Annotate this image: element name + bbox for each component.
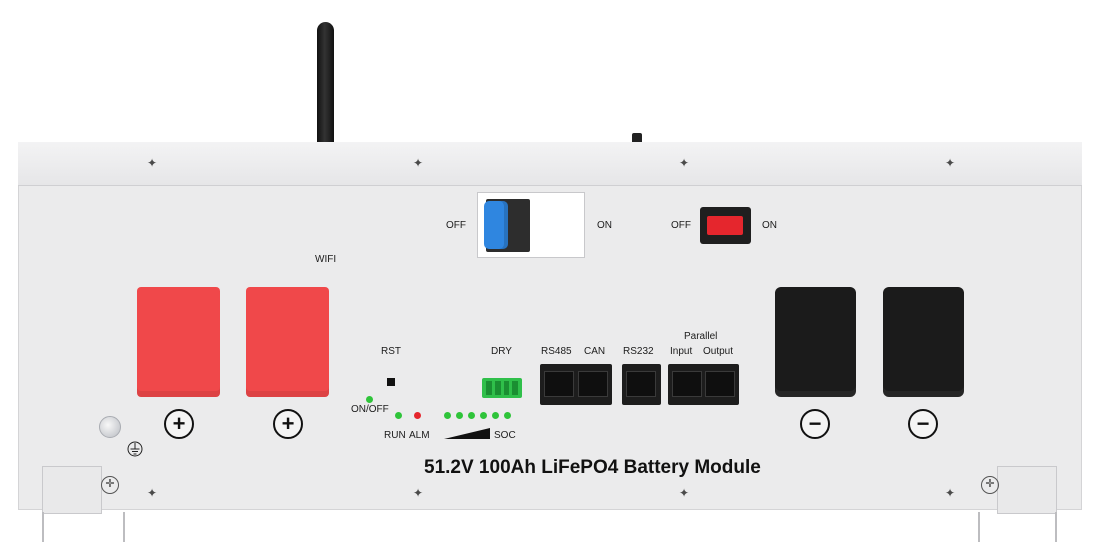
negative-terminal-1[interactable] bbox=[775, 287, 856, 397]
breaker-off-label: OFF bbox=[446, 220, 466, 231]
negative-terminal-2[interactable] bbox=[883, 287, 964, 397]
positive-symbol-1: + bbox=[164, 409, 194, 439]
reset-button[interactable] bbox=[387, 378, 395, 386]
ground-bolt bbox=[99, 416, 121, 438]
alm-label: ALM bbox=[409, 430, 430, 441]
mounting-bracket-right bbox=[997, 466, 1057, 514]
soc-led-1 bbox=[444, 412, 451, 419]
breaker-handle[interactable] bbox=[484, 201, 508, 249]
circuit-breaker[interactable] bbox=[477, 192, 585, 258]
dry-pin bbox=[486, 381, 492, 395]
wifi-label: WIFI bbox=[315, 254, 337, 265]
run-label: RUN bbox=[384, 430, 406, 441]
module-title: 51.2V 100Ah LiFePO4 Battery Module bbox=[424, 457, 761, 478]
bracket-screw-icon: ✛ bbox=[101, 476, 119, 494]
breaker-on-label: ON bbox=[597, 220, 612, 231]
parallel-port-block bbox=[668, 364, 739, 405]
soc-led-6 bbox=[504, 412, 511, 419]
soc-wedge-icon bbox=[444, 428, 490, 439]
parallel-input-port[interactable] bbox=[672, 371, 702, 397]
can-label: CAN bbox=[584, 346, 606, 357]
parallel-output-label: Output bbox=[703, 346, 734, 357]
soc-led-3 bbox=[468, 412, 475, 419]
dry-pin bbox=[494, 381, 501, 395]
positive-terminal-2[interactable] bbox=[246, 287, 329, 397]
rs485-port[interactable] bbox=[544, 371, 574, 397]
bracket-leg-right bbox=[978, 512, 980, 542]
screw-icon: ✦ bbox=[146, 486, 158, 500]
positive-terminal-1[interactable] bbox=[137, 287, 220, 397]
top-knob bbox=[632, 133, 642, 144]
bracket-leg-left-2 bbox=[123, 512, 125, 542]
rs232-port-block bbox=[622, 364, 661, 405]
panel-top-lip bbox=[18, 142, 1082, 186]
alm-led bbox=[414, 412, 421, 419]
mounting-bracket-left bbox=[42, 466, 102, 514]
on-off-label: ON/OFF bbox=[351, 404, 389, 415]
dry-contact-connector[interactable] bbox=[482, 378, 522, 398]
soc-led-5 bbox=[492, 412, 499, 419]
screw-icon: ✦ bbox=[944, 156, 956, 170]
rocker-red-face[interactable] bbox=[707, 216, 743, 235]
parallel-output-port[interactable] bbox=[705, 371, 735, 397]
soc-led-4 bbox=[480, 412, 487, 419]
switch-on-label: ON bbox=[762, 220, 777, 231]
screw-icon: ✦ bbox=[678, 486, 690, 500]
rs232-label: RS232 bbox=[623, 346, 654, 357]
soc-led-2 bbox=[456, 412, 463, 419]
rs232-port[interactable] bbox=[626, 371, 656, 397]
on-off-led bbox=[366, 396, 373, 403]
screw-icon: ✦ bbox=[944, 486, 956, 500]
can-port[interactable] bbox=[578, 371, 608, 397]
parallel-input-label: Input bbox=[670, 346, 693, 357]
bracket-leg-right-2 bbox=[1055, 512, 1057, 542]
rs485-label: RS485 bbox=[541, 346, 572, 357]
dry-pin bbox=[512, 381, 518, 395]
screw-icon: ✦ bbox=[412, 156, 424, 170]
positive-symbol-2: + bbox=[273, 409, 303, 439]
bracket-leg-left bbox=[42, 512, 44, 542]
screw-icon: ✦ bbox=[146, 156, 158, 170]
negative-symbol-2: − bbox=[908, 409, 938, 439]
soc-label: SOC bbox=[494, 430, 516, 441]
switch-off-label: OFF bbox=[671, 220, 691, 231]
parallel-label: Parallel bbox=[684, 331, 718, 342]
dry-pin bbox=[503, 381, 510, 395]
dry-label: DRY bbox=[491, 346, 512, 357]
ground-icon bbox=[127, 441, 143, 457]
rs485-can-port-block bbox=[540, 364, 612, 405]
screw-icon: ✦ bbox=[678, 156, 690, 170]
power-rocker-switch[interactable] bbox=[700, 207, 751, 244]
screw-icon: ✦ bbox=[412, 486, 424, 500]
bracket-screw-icon: ✛ bbox=[981, 476, 999, 494]
run-led bbox=[395, 412, 402, 419]
rst-label: RST bbox=[381, 346, 401, 357]
negative-symbol-1: − bbox=[800, 409, 830, 439]
